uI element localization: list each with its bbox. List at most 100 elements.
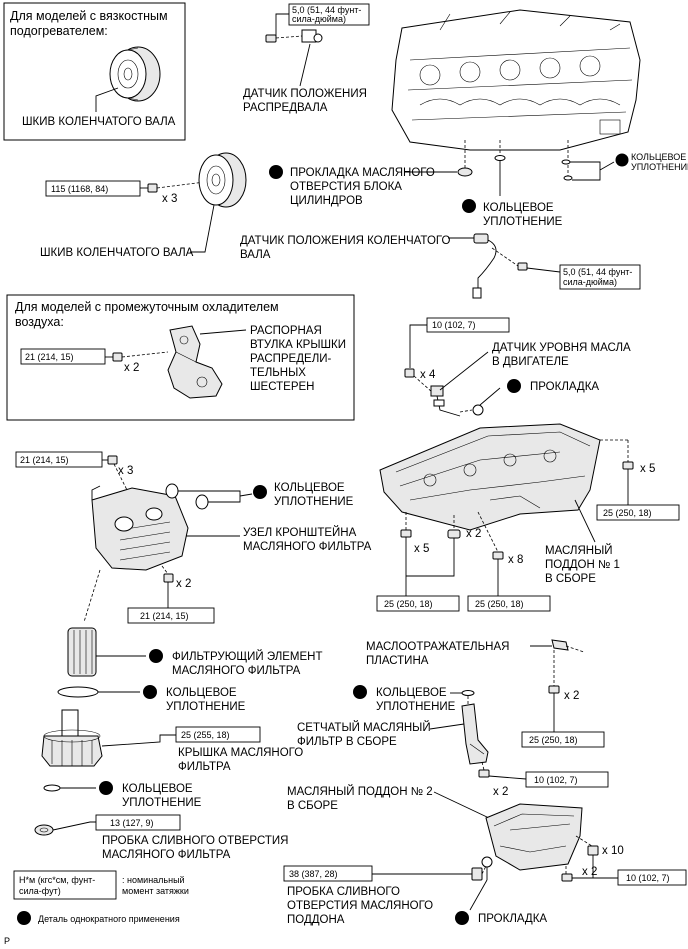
pan1-label-line2: ПОДДОН № 1 — [545, 559, 620, 571]
pan2-torque-box — [617, 869, 687, 886]
bracket-bolt-top — [107, 455, 118, 465]
cam-sensor-torque-line1: 5,0 (51, 44 фунт- — [292, 5, 361, 15]
viscous-pulley-leader — [95, 87, 119, 112]
pan1-bolt-a-count: x 5 — [414, 543, 429, 555]
cam-sensor-torque-box — [288, 3, 370, 26]
single-use-mark-filter-element — [149, 649, 163, 663]
pan1-bolt-b-count: x 2 — [466, 528, 481, 540]
strainer-torque-leader — [488, 775, 527, 780]
filter-cap-label-line2: ФИЛЬТРА — [178, 761, 231, 773]
pulley-bolt — [147, 183, 158, 193]
bracket-assembly-label-line2: МАСЛЯНОГО ФИЛЬТРА — [243, 541, 372, 553]
spacer-label-line2: ВТУЛКА КРЫШКИ — [250, 339, 346, 351]
single-use-mark-strainer-oring — [353, 685, 367, 699]
drain-plug-torque-box — [95, 814, 181, 831]
strainer-bolt-count: x 2 — [493, 786, 508, 798]
pan1-torque-right-value: 25 (250, 18) — [603, 508, 652, 518]
bracket-bolt-bottom-dashline — [161, 565, 169, 575]
block-oring-label-line2: УПЛОТНЕНИЕ — [631, 162, 688, 172]
pulley-bolt-count: x 3 — [162, 193, 177, 205]
pan1-torque-left-value: 25 (250, 18) — [384, 599, 433, 609]
crank-sensor-torque-box — [559, 264, 641, 290]
bracket-torque-top-value: 21 (214, 15) — [20, 455, 69, 465]
cam-sensor-leader — [299, 43, 311, 87]
pan-plug-gasket-label: ПРОКЛАДКА — [478, 913, 547, 925]
pan1-bolt-group-bracket — [406, 538, 455, 577]
cam-sensor-label-line1: ДАТЧИК ПОЛОЖЕНИЯ — [243, 88, 367, 100]
pan-plug-gasket-leader-2 — [469, 879, 488, 911]
cap-torque-box — [175, 726, 261, 743]
mid-oring-label-line2: УПЛОТНЕНИЕ — [483, 216, 563, 228]
legend-single-use-mark — [17, 911, 31, 925]
pan1-bolt-right-count: x 5 — [640, 463, 655, 475]
spacer-label-line3: РАСПРЕДЕЛИ- — [250, 353, 332, 365]
pan1-bolt-a — [400, 529, 412, 538]
pan-plug-gasket-part — [481, 856, 493, 868]
bracket-assembly-label-line1: УЗЕЛ КРОНШТЕЙНА — [243, 526, 357, 539]
pan1-label-line1: МАСЛЯНЫЙ — [545, 544, 613, 557]
single-use-mark-cap-oring — [143, 685, 157, 699]
level-sensor-label-line1: ДАТЧИК УРОВНЯ МАСЛА — [492, 342, 631, 354]
level-sensor-label-line2: В ДВИГАТЕЛЕ — [492, 356, 569, 368]
pan2-label-line1: МАСЛЯНЫЙ ПОДДОН № 2 — [287, 785, 433, 798]
pan-plug-label-line2: ОТВЕРСТИЯ МАСЛЯНОГО — [287, 900, 433, 912]
filter-cap-label-line1: КРЫШКА МАСЛЯНОГО — [178, 747, 303, 759]
filter-element-drawing — [67, 627, 97, 677]
gear-cover-spacer-drawing — [167, 325, 223, 399]
drain-oring-part — [43, 784, 61, 792]
block-oring-right-leader — [599, 161, 615, 171]
drain-plug-label-line1: ПРОБКА СЛИВНОГО ОТВЕРСТИЯ — [102, 835, 289, 847]
bracket-bolt-bottom-count: x 2 — [176, 578, 191, 590]
cap-torque-value: 25 (255, 18) — [181, 730, 230, 740]
block-oring-label-line1: КОЛЬЦЕВОЕ — [631, 152, 686, 162]
level-sensor-torque-value: 10 (102, 7) — [432, 320, 476, 330]
single-use-mark-bracket-oring — [253, 485, 267, 499]
drain-oring-label-line2: УПЛОТНЕНИЕ — [122, 797, 202, 809]
pan2-bolt-a-dashline — [575, 835, 593, 847]
cap-torque-leader — [101, 734, 176, 747]
pan1-torque-right-box — [596, 504, 680, 521]
intercooler-inset-title-line2: воздуха: — [15, 315, 64, 329]
block-oring-right-part-b — [563, 175, 573, 181]
intercooler-torque-box — [20, 348, 106, 365]
viscous-inset-title-line1: Для моделей с вязкостным — [10, 9, 168, 23]
intercooler-inset-frame — [6, 294, 355, 421]
intercooler-bolt-count: x 2 — [124, 362, 139, 374]
block-hole-gasket-part — [457, 167, 473, 177]
pan1-label-line3: В СБОРЕ — [545, 573, 596, 585]
spacer-label-line5: ШЕСТЕРЕН — [250, 381, 314, 393]
pan-drain-plug-drawing — [471, 865, 487, 881]
crank-sensor-torque-line2: сила-дюйма) — [563, 277, 617, 287]
pulley-label: ШКИВ КОЛЕНЧАТОГО ВАЛА — [40, 247, 194, 259]
crank-sensor-torque-leader — [526, 267, 561, 273]
bracket-oring-bracket — [178, 490, 241, 503]
legend-unit-line1: Н*м (кгс*см, фунт- — [19, 875, 95, 885]
bracket-oring-label-line1: КОЛЬЦЕВОЕ — [274, 482, 345, 494]
level-gasket-dashline — [459, 409, 473, 413]
baffle-bolt — [548, 685, 560, 694]
engine-block-drawing — [391, 9, 641, 151]
bracket-oring-leader — [239, 493, 253, 497]
legend-torque-box — [13, 870, 117, 900]
strainer-label-line1: СЕТЧАТЫЙ МАСЛЯНЫЙ — [297, 721, 431, 734]
level-gasket-label: ПРОКЛАДКА — [530, 381, 599, 393]
drain-plug-leader — [52, 821, 96, 831]
filter-element-label-line1: ФИЛЬТРУЮЩИЙ ЭЛЕМЕНТ — [172, 650, 323, 663]
hole-gasket-label-line1: ПРОКЛАДКА МАСЛЯНОГО — [290, 167, 435, 179]
pan2-bolt-a — [587, 845, 599, 856]
bracket-oring-part-b — [195, 494, 209, 510]
level-sensor-bolt — [404, 368, 415, 378]
baffle-bolt-count: x 2 — [564, 690, 579, 702]
mid-oring-label-line1: КОЛЬЦЕВОЕ — [483, 202, 554, 214]
spacer-label-line4: ТЕЛЬНЫХ — [250, 367, 306, 379]
bracket-oring-label-line2: УПЛОТНЕНИЕ — [274, 496, 354, 508]
baffle-label-line2: ПЛАСТИНА — [366, 655, 429, 667]
bracket-oring-part-a — [165, 483, 179, 499]
pulley-torque-value: 115 (1168, 84) — [51, 184, 108, 194]
pan1-bolt-c-dashline — [477, 511, 499, 553]
single-use-mark-drain-oring — [99, 781, 113, 795]
pan1-bolt-b — [447, 529, 461, 539]
single-use-mark-pan-plug-gasket — [455, 911, 469, 925]
pan1-torque-left-box — [376, 595, 460, 612]
pan1-bolt-right — [622, 461, 634, 470]
